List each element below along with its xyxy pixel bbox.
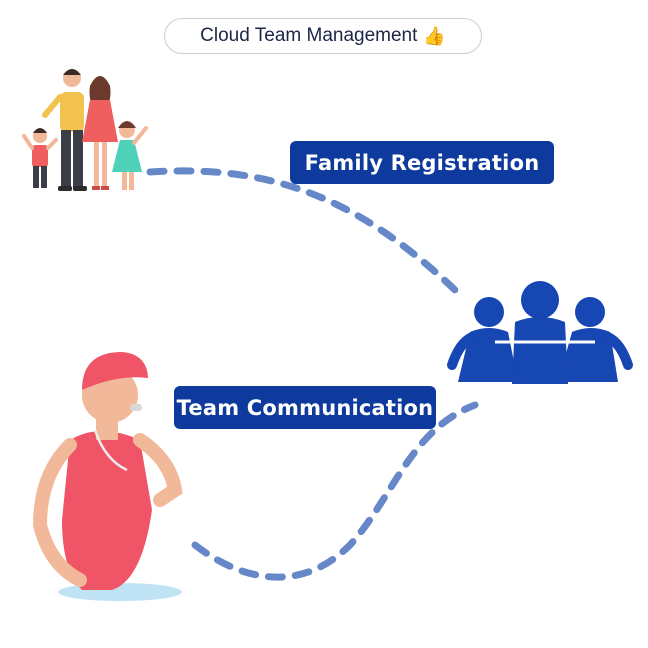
team-communication-label: Team Communication (174, 386, 436, 429)
family-connector-line (146, 167, 459, 294)
family-illustration (22, 69, 148, 191)
family-registration-label: Family Registration (290, 141, 554, 184)
page-title: Cloud Team Management (200, 25, 418, 46)
thumbs-up-icon: 👍 (423, 25, 446, 46)
team-connector-line (191, 401, 479, 581)
title-pill: Cloud Team Management 👍 (164, 18, 482, 54)
family-registration-text: Family Registration (304, 150, 540, 175)
lifeguard-whistle-illustration (32, 352, 183, 601)
team-communication-text: Team Communication (176, 395, 434, 420)
team-group-icon (447, 281, 633, 384)
